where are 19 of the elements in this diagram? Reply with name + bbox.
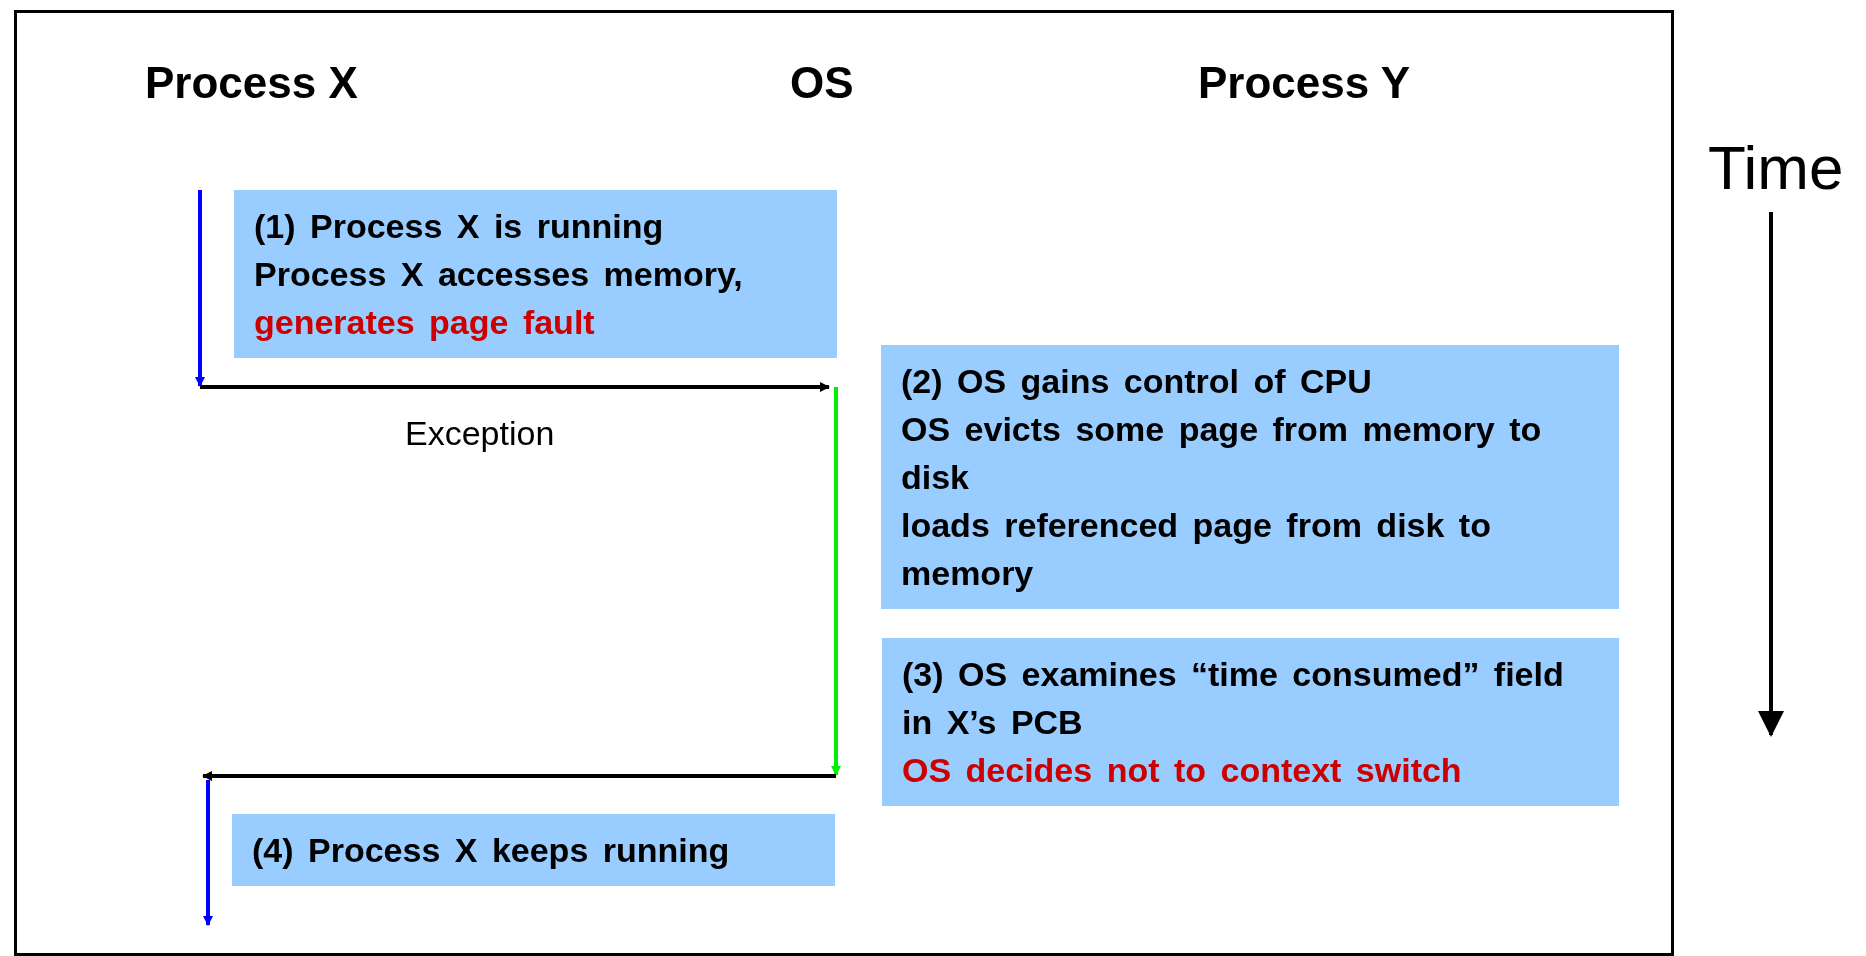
lifeline-heading: OS (790, 58, 854, 108)
axis-title: Time (1708, 132, 1844, 203)
step-box (881, 345, 1619, 609)
step-text: loads referenced page from disk to memory (901, 505, 1492, 594)
edge-label: Exception (405, 414, 555, 453)
step-box (232, 814, 835, 886)
lifeline-heading: Process Y (1198, 58, 1410, 108)
step-text: OS decides not to context switch (902, 750, 1463, 791)
step-box (234, 190, 837, 358)
step-text: generates page fault (254, 302, 596, 343)
lifeline-heading: Process X (145, 58, 358, 108)
step-text: (4) Process X keeps running (252, 830, 731, 871)
step-text: (2) OS gains control of CPU (901, 361, 1373, 402)
message-arrow (200, 382, 830, 392)
step-text: Process X accesses memory, (254, 254, 744, 295)
step-text: (1) Process X is running (254, 206, 665, 247)
message-arrow (202, 771, 836, 781)
step-box (882, 638, 1619, 806)
step-text: (3) OS examines “time consumed” field in X’s PCB (902, 654, 1565, 743)
